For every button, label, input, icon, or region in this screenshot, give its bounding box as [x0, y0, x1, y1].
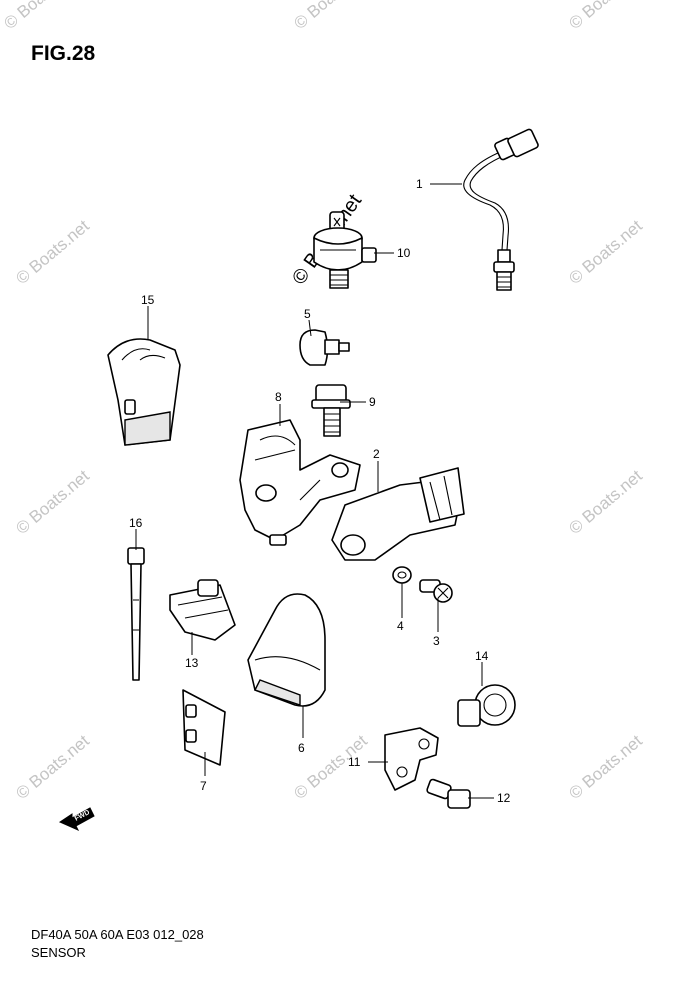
watermark: © Boats.net [12, 216, 93, 288]
watermark: © Boats.net [565, 466, 646, 538]
callout-1: 1 [416, 177, 423, 191]
part-8-bracket [239, 419, 361, 546]
part-5-cap [299, 329, 350, 366]
part-4-washer [392, 566, 412, 584]
figure-code: DF40A 50A 60A E03 012_028 [31, 927, 204, 942]
figure-title: FIG.28 [31, 42, 96, 65]
part-2-sensor [331, 467, 465, 561]
part-1-sensor-cable [463, 128, 539, 291]
part-15-cover [107, 338, 181, 446]
part-16-cable-tie [127, 547, 145, 681]
watermark: © Boats.net [12, 466, 93, 538]
part-9-bolt [311, 384, 351, 437]
callout-3: 3 [433, 634, 440, 648]
part-11-bracket [384, 727, 439, 791]
watermark: © Boats.net [12, 731, 93, 803]
callout-13: 13 [185, 656, 199, 670]
callout-5: 5 [304, 307, 311, 321]
part-7-plate [182, 689, 226, 766]
watermark: © Boats.net [0, 0, 81, 33]
callout-7: 7 [200, 779, 207, 793]
callout-9: 9 [369, 395, 376, 409]
callout-11: 11 [348, 755, 361, 769]
callout-2: 2 [373, 447, 380, 461]
callout-16: 16 [129, 516, 143, 530]
watermark: © Boats.net [565, 216, 646, 288]
part-3-screw [419, 579, 453, 603]
callout-12: 12 [497, 791, 511, 805]
figure-name: SENSOR [31, 945, 86, 960]
callout-14: 14 [475, 649, 489, 663]
callout-15: 15 [141, 293, 155, 307]
part-6-holder [247, 593, 326, 707]
part-13-clip [169, 579, 236, 641]
watermark: © Boats.net [290, 0, 371, 33]
fwd-arrow: FWD [58, 807, 95, 832]
watermark: © Boats.net [565, 731, 646, 803]
callout-4: 4 [397, 619, 404, 633]
part-10-pressure-sensor [313, 211, 377, 289]
part-12-bolt [426, 778, 471, 809]
callout-10: 10 [397, 246, 411, 260]
callout-8: 8 [275, 390, 282, 404]
callout-6: 6 [298, 741, 305, 755]
callouts: 1 2 3 4 5 6 7 8 9 10 11 12 13 14 15 16 [129, 177, 511, 805]
watermark: © Boats.net [565, 0, 646, 33]
part-14-clamp [457, 684, 516, 727]
